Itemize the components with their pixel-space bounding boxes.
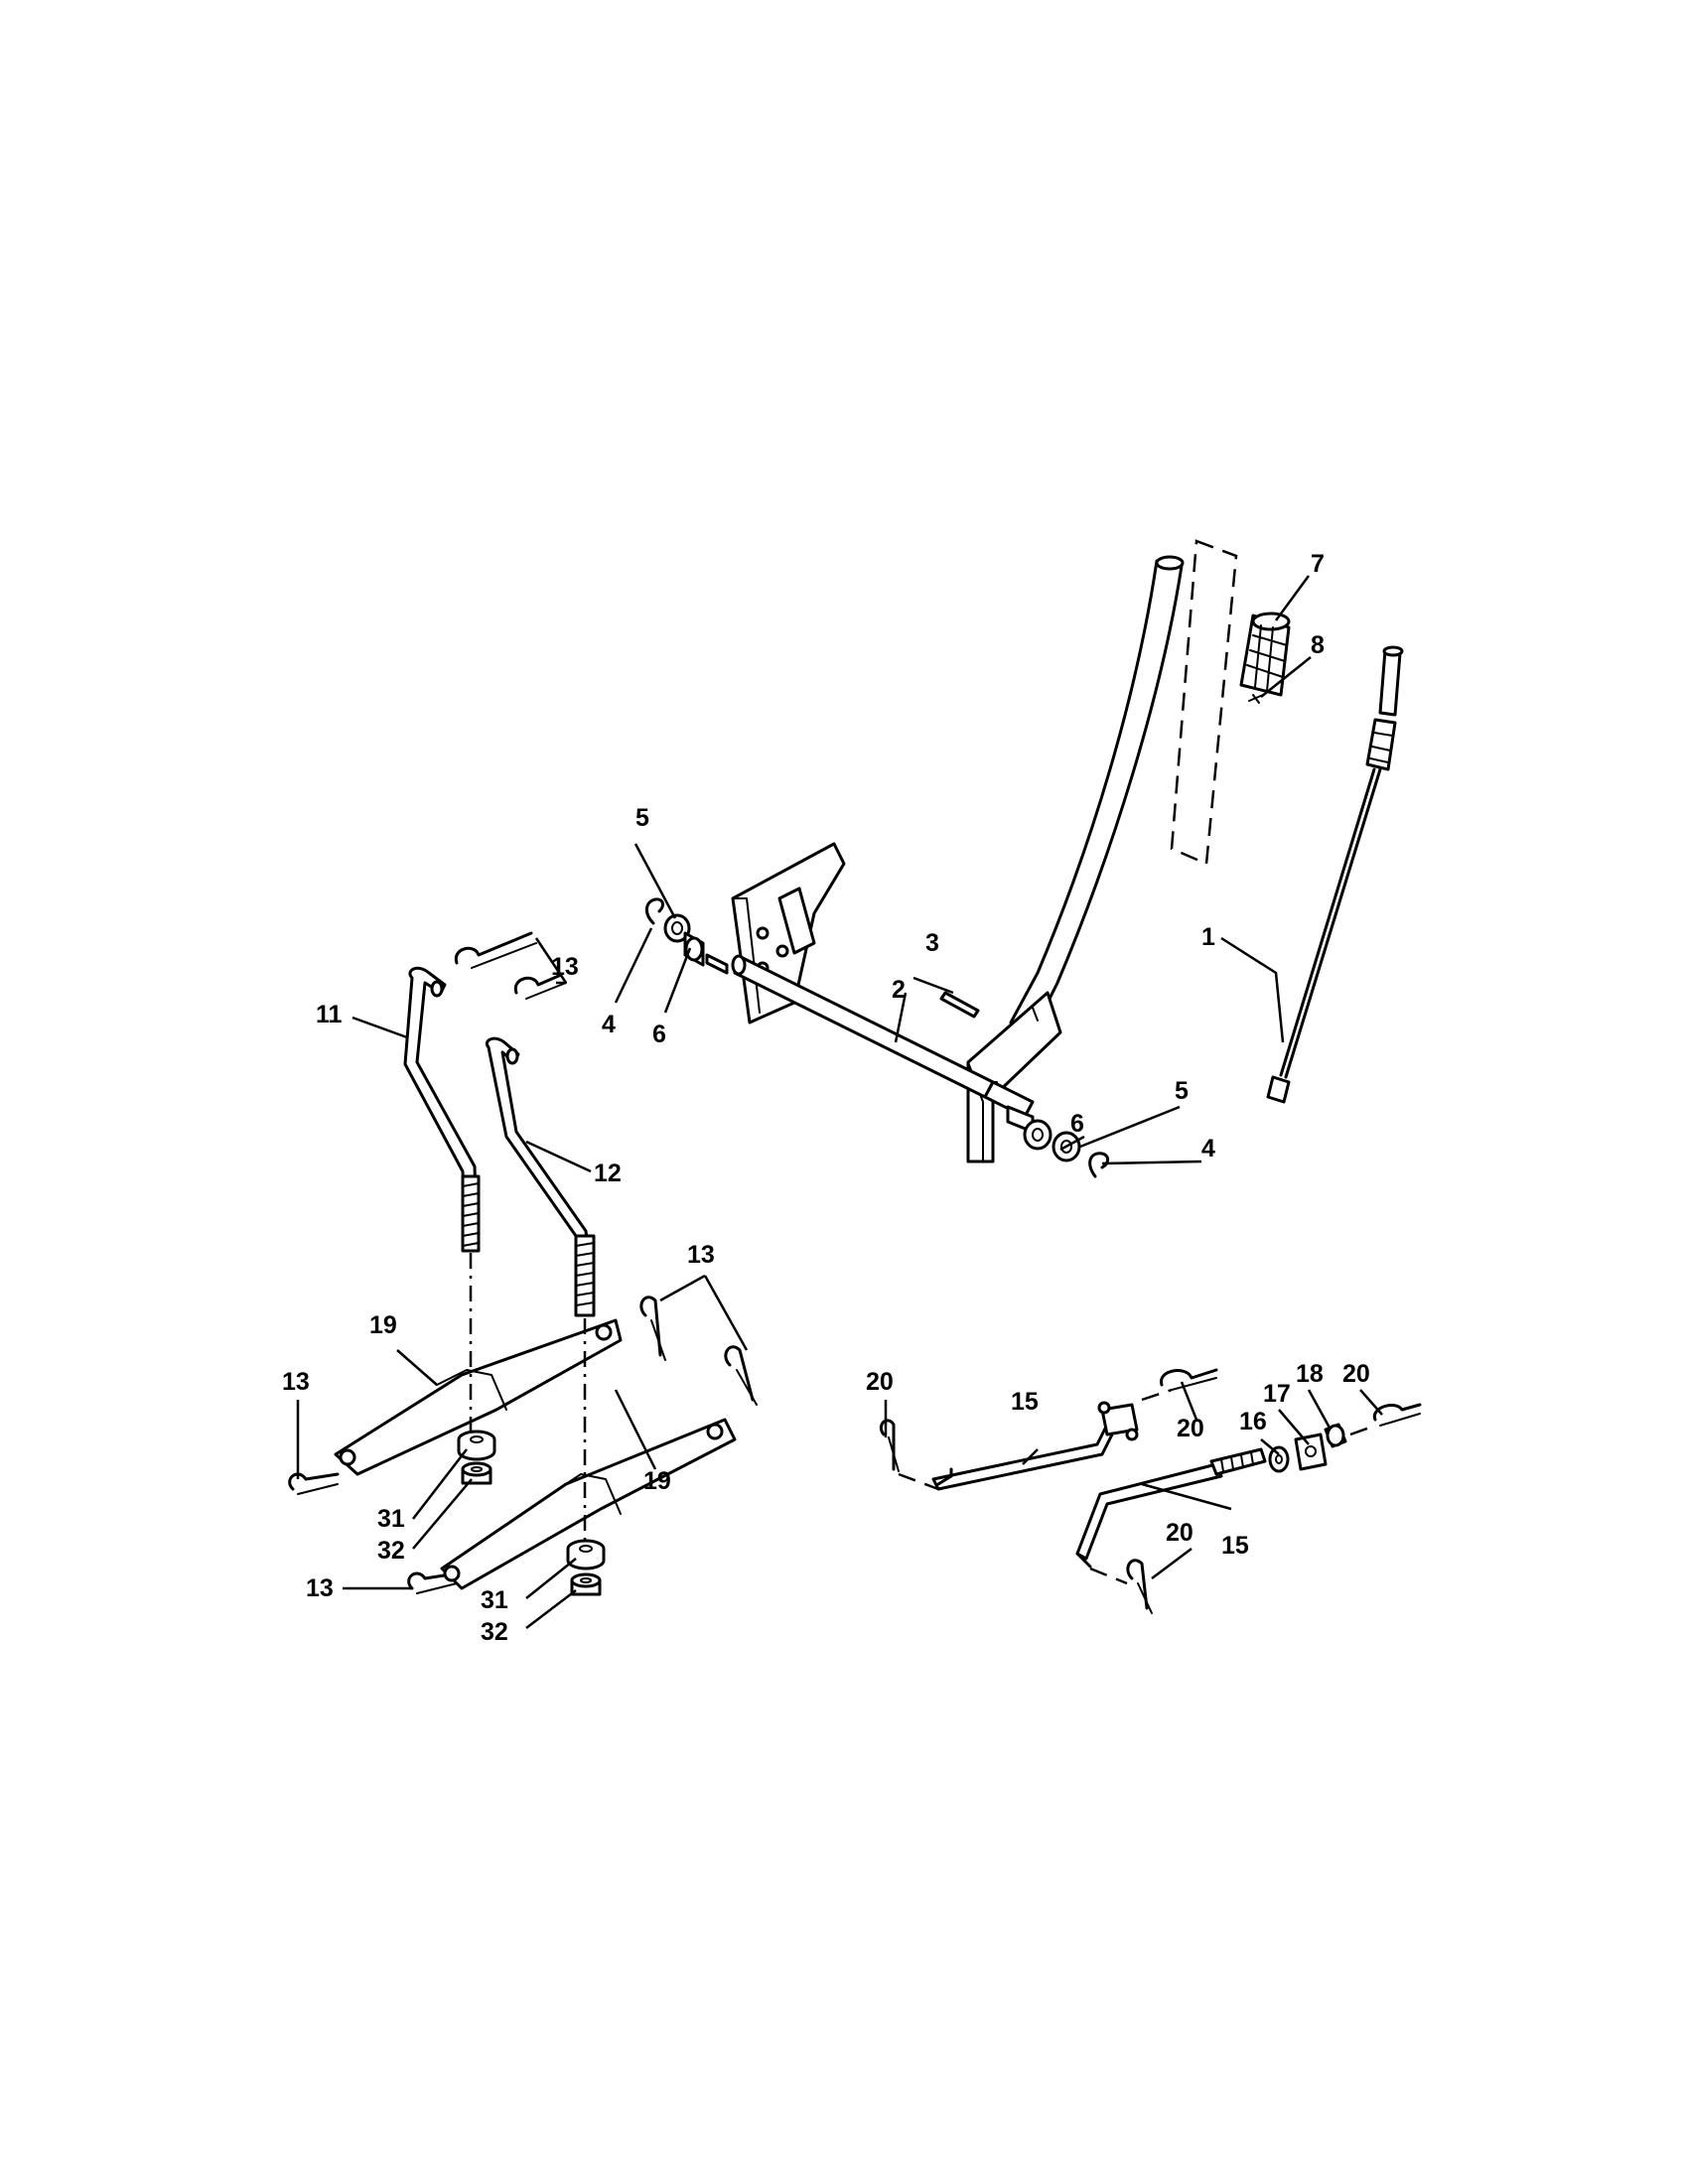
block-17	[1294, 1433, 1328, 1471]
callout-2: 2	[892, 976, 906, 1004]
hairpin-clip-13e	[288, 1472, 340, 1495]
callout-13-b: 13	[687, 1241, 715, 1269]
callout-20-c: 20	[1342, 1360, 1370, 1388]
grip	[1239, 612, 1291, 697]
callout-5-right: 5	[1175, 1077, 1189, 1105]
lift-shaft	[731, 954, 1035, 1119]
callout-19-lower: 19	[643, 1467, 671, 1495]
callout-13-d: 13	[306, 1574, 334, 1602]
spacer-31b	[566, 1539, 606, 1570]
callout-3: 3	[925, 929, 939, 957]
handle-extension-outline	[1170, 539, 1238, 866]
callout-12: 12	[594, 1160, 622, 1187]
callout-20-b: 20	[1177, 1415, 1204, 1442]
washer-16	[1268, 1445, 1290, 1473]
callout-13-a: 13	[551, 953, 579, 981]
hairpin-clip-13f	[407, 1571, 459, 1594]
hairpin-clip-13c	[639, 1296, 666, 1361]
callout-20-a: 20	[866, 1368, 894, 1396]
callout-6-left: 6	[652, 1021, 666, 1048]
lift-link-left	[403, 966, 481, 1253]
callout-15-b: 15	[1221, 1532, 1249, 1560]
leader-lines	[296, 575, 1383, 1629]
pin	[939, 991, 980, 1019]
callout-17: 17	[1263, 1380, 1291, 1408]
connection-line-20d	[1089, 1567, 1128, 1585]
nut-32b	[570, 1572, 602, 1596]
callout-5-left: 5	[635, 804, 649, 832]
lift-bracket-lower	[440, 1418, 737, 1590]
washer-left	[663, 913, 691, 943]
callout-7: 7	[1311, 550, 1325, 578]
callout-8: 8	[1311, 631, 1325, 659]
callout-31-b: 31	[481, 1586, 508, 1614]
retainer-clip-right	[1088, 1152, 1110, 1178]
retainer-clip-left	[645, 897, 664, 925]
callout-16: 16	[1239, 1408, 1267, 1435]
hairpin-clip-13b	[513, 973, 567, 1000]
callout-31-a: 31	[377, 1505, 405, 1533]
callout-32-a: 32	[377, 1537, 405, 1565]
lift-bracket-upper	[334, 1318, 623, 1476]
hairpin-clip-13a	[454, 931, 537, 969]
connection-line-20b	[1141, 1388, 1173, 1402]
callout-20-d: 20	[1166, 1519, 1193, 1547]
callout-1: 1	[1201, 923, 1215, 951]
callout-6-right: 6	[1070, 1110, 1084, 1138]
lift-link-right	[486, 1036, 596, 1317]
spacer-31a	[457, 1430, 496, 1461]
hairpin-clip-20d	[1126, 1559, 1153, 1614]
hairpin-clip-20a	[879, 1419, 900, 1472]
callout-32-b: 32	[481, 1618, 508, 1646]
hairpin-clip-13d	[724, 1345, 758, 1406]
nut-32a	[461, 1461, 492, 1485]
hairpin-clip-20b	[1160, 1368, 1218, 1391]
callout-11: 11	[316, 1001, 343, 1028]
bushing-right	[1023, 1119, 1052, 1151]
connection-line-20c	[1349, 1424, 1376, 1436]
drag-link-lower	[1075, 1447, 1267, 1569]
drag-link-upper	[931, 1401, 1139, 1491]
callout-19-upper: 19	[369, 1311, 397, 1339]
callout-15-a: 15	[1011, 1388, 1039, 1416]
lift-cable-rod	[1266, 645, 1404, 1104]
lift-handle	[966, 555, 1185, 1163]
connection-line-20a	[898, 1472, 939, 1491]
nut-18	[1324, 1423, 1347, 1448]
callout-18: 18	[1296, 1360, 1324, 1388]
callouts: 7 8 1 3 2 5 4 6 6 5 4 13 11 12 13 19 13 …	[282, 550, 1370, 1646]
callout-13-c: 13	[282, 1368, 310, 1396]
callout-4-left: 4	[602, 1011, 616, 1038]
hairpin-clip-20c	[1372, 1403, 1422, 1427]
callout-4-right: 4	[1201, 1135, 1215, 1162]
